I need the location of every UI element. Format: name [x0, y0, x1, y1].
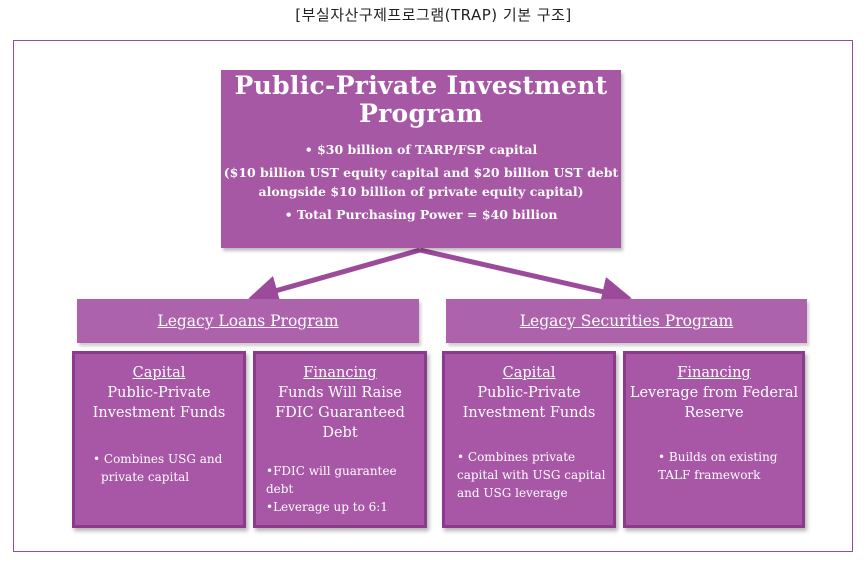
ppip-title: Public-Private Investment Program: [234, 71, 608, 128]
card-bullet: •FDIC will guarantee debt: [266, 464, 397, 496]
arrow-to-legacy-loans: [248, 247, 421, 305]
card-bullet: •Leverage up to 6:1: [266, 500, 388, 514]
card-bullet: • Combines USG and private capital: [93, 452, 223, 484]
legacy-loans-program-box: Legacy Loans Program: [77, 299, 419, 343]
arrow-to-legacy-securities: [419, 247, 632, 307]
tarp-capital-bullet: • $30 billion of TARP/FSP capital: [304, 142, 538, 157]
securities-financing-card: Financing Leverage from Federal Reserve …: [623, 351, 805, 528]
ppip-summary-box: Public-Private Investment Program • $30 …: [221, 70, 621, 248]
legacy-loans-label: Legacy Loans Program: [157, 312, 339, 330]
loans-financing-card: Financing Funds Will Raise FDIC Guarante…: [253, 351, 427, 528]
capital-breakdown-text: ($10 billion UST equity capital and $20 …: [223, 165, 619, 199]
card-heading: Financing: [303, 365, 377, 381]
purchasing-power-bullet: • Total Purchasing Power = $40 billion: [284, 207, 558, 222]
legacy-securities-program-box: Legacy Securities Program: [446, 299, 807, 343]
figure-caption: [부실자산구제프로그램(TRAP) 기본 구조]: [295, 6, 572, 24]
card-heading: Financing: [677, 365, 751, 381]
legacy-securities-label: Legacy Securities Program: [519, 312, 734, 330]
card-bullet: • Builds on existing TALF framework: [658, 450, 778, 482]
loans-capital-card: Capital Public-Private Investment Funds …: [72, 351, 246, 528]
card-bullet: • Combines private capital with USG capi…: [457, 450, 606, 500]
card-heading: Capital: [132, 365, 186, 381]
securities-capital-card: Capital Public-Private Investment Funds …: [442, 351, 616, 528]
card-heading: Capital: [502, 365, 556, 381]
